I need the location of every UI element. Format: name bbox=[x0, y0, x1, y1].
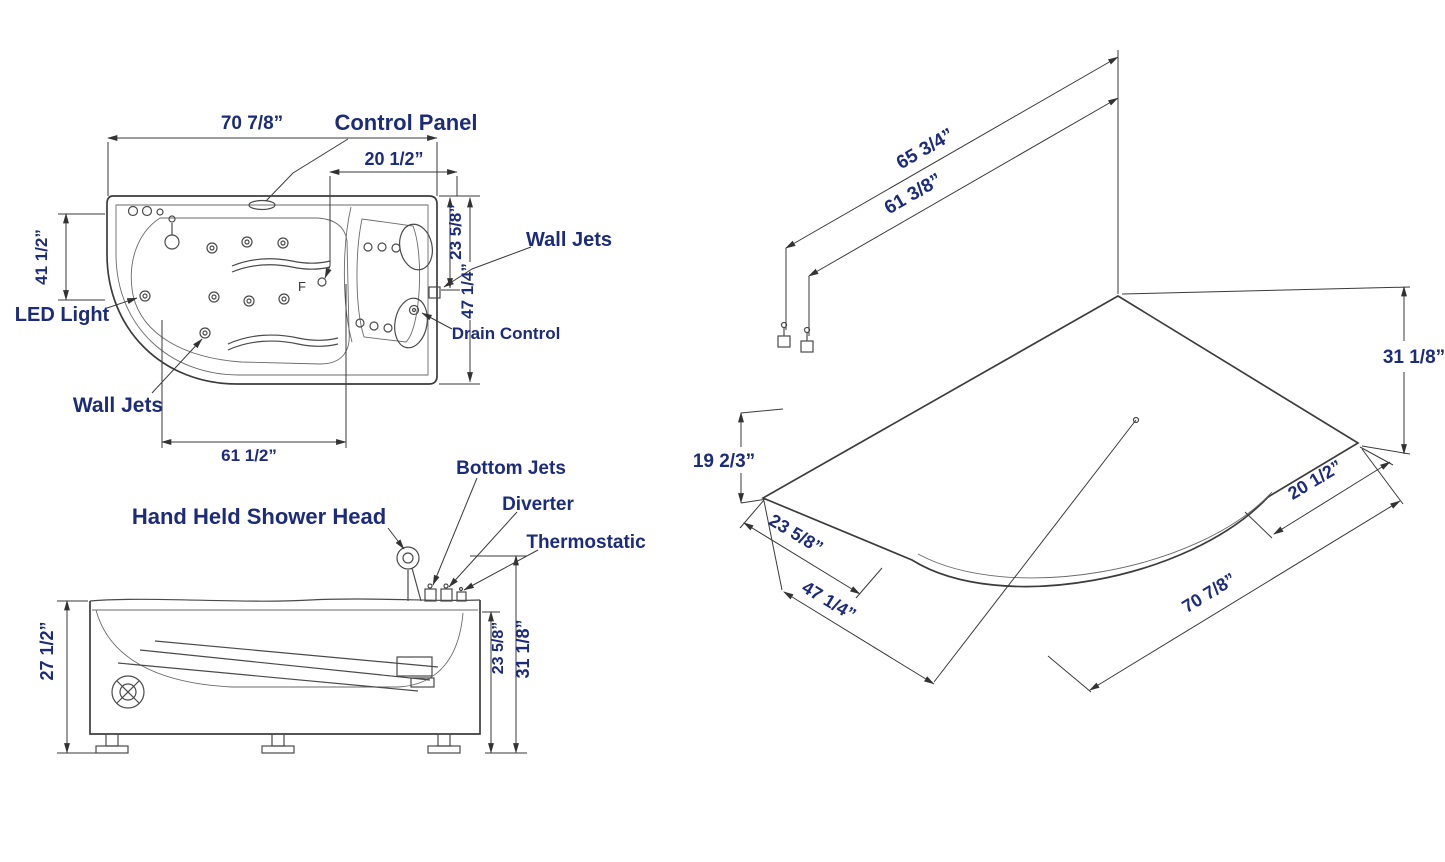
dim-depth-upper: 23 5/8” bbox=[446, 204, 465, 260]
side-view-linework bbox=[89, 546, 481, 754]
dim-side-basin-depth: 23 5/8” bbox=[490, 622, 507, 674]
side-view: Hand Held Shower Head Bottom Jets Divert… bbox=[37, 458, 646, 754]
diverter-leader bbox=[448, 511, 518, 588]
led-light-leader bbox=[106, 297, 138, 309]
dim-iso-back-inner: 61 3/8” bbox=[881, 170, 945, 219]
deck-fixtures bbox=[424, 583, 467, 602]
tub-plan-basin bbox=[130, 217, 350, 365]
dim-bottom-span: 61 1/2” bbox=[221, 446, 277, 465]
dim-iso-front-left-short: 23 5/8” bbox=[766, 510, 827, 558]
water-lines bbox=[227, 258, 339, 351]
dim-iso-front-left-long: 47 1/4” bbox=[799, 577, 860, 625]
label-thermostatic: Thermostatic bbox=[526, 532, 646, 553]
iso-tub-surface bbox=[761, 295, 1360, 588]
top-view-dimensions bbox=[58, 135, 532, 448]
drain-center bbox=[411, 307, 417, 313]
bottom-jets-control bbox=[424, 588, 437, 602]
faucet bbox=[164, 215, 180, 250]
label-drain-control: Drain Control bbox=[452, 324, 561, 343]
diverter-control bbox=[440, 588, 453, 602]
shower-head bbox=[396, 546, 422, 602]
tub-plan-inner-rim bbox=[115, 204, 429, 376]
iso-drain bbox=[1132, 416, 1140, 424]
tub-side-basin bbox=[95, 609, 464, 688]
iso-view: 65 3/4” 61 3/8” 31 1/8” 19 2/3” 23 5/8” … bbox=[693, 50, 1445, 693]
label-wall-jets-right: Wall Jets bbox=[526, 229, 612, 251]
wall-jets-right-leader bbox=[443, 246, 532, 288]
shower-head-leader bbox=[387, 527, 405, 550]
iso-linework bbox=[761, 295, 1360, 588]
dim-side-overall-height: 31 1/8” bbox=[513, 619, 533, 678]
dim-iso-back-outer: 65 3/4” bbox=[893, 125, 957, 174]
tub-plan-outline bbox=[106, 195, 438, 385]
wall-jets-bottom-leader bbox=[151, 338, 203, 394]
drain-extension-line bbox=[933, 419, 1137, 683]
bottom-wall-jet bbox=[199, 327, 211, 339]
tub-side-deck bbox=[89, 598, 481, 602]
label-bottom-jets: Bottom Jets bbox=[456, 458, 566, 479]
mark-f: F bbox=[298, 279, 306, 294]
thermostatic-control bbox=[456, 591, 467, 602]
label-diverter: Diverter bbox=[502, 494, 574, 515]
tub-plan-divider bbox=[343, 206, 353, 343]
side-wall-jets bbox=[355, 242, 401, 333]
dim-left-span: 41 1/2” bbox=[32, 229, 51, 285]
label-control-panel: Control Panel bbox=[334, 110, 477, 135]
dim-top-width: 70 7/8” bbox=[221, 113, 283, 134]
label-led-light: LED Light bbox=[15, 304, 110, 326]
side-view-dimensions bbox=[57, 477, 539, 754]
pillow-top bbox=[399, 223, 433, 271]
control-panel-leader bbox=[265, 138, 349, 202]
legs bbox=[95, 733, 461, 754]
control-panel-oval bbox=[248, 199, 276, 211]
drain bbox=[408, 304, 420, 316]
iso-dimensions bbox=[738, 50, 1411, 693]
bottom-jets-leader bbox=[432, 477, 478, 586]
dim-iso-front-right-long: 70 7/8” bbox=[1178, 569, 1239, 617]
top-view: 70 7/8” Control Panel 20 1/2” 23 5/8” 47… bbox=[15, 110, 612, 465]
thermostatic-leader bbox=[463, 549, 539, 591]
deck-controls bbox=[127, 199, 276, 217]
jets bbox=[139, 236, 290, 339]
pump bbox=[111, 675, 145, 709]
drain-control-leader bbox=[421, 312, 453, 330]
dim-iso-height-left: 19 2/3” bbox=[693, 451, 755, 472]
tub-plan-seat bbox=[356, 218, 421, 343]
panel-knob bbox=[317, 277, 327, 287]
plumbing bbox=[117, 640, 439, 692]
top-view-linework bbox=[106, 195, 441, 385]
led-light-jet bbox=[139, 290, 151, 302]
iso-fixtures bbox=[777, 321, 814, 353]
tub-side-outline bbox=[89, 600, 481, 735]
dim-iso-height-right: 31 1/8” bbox=[1383, 347, 1445, 368]
label-wall-jets-bottom: Wall Jets bbox=[73, 394, 163, 417]
pillow-bottom bbox=[394, 297, 428, 349]
wall-jet-port bbox=[428, 286, 441, 299]
dim-panel-offset: 20 1/2” bbox=[364, 149, 423, 169]
dim-depth-full: 47 1/4” bbox=[458, 263, 477, 319]
label-hand-held-shower-head: Hand Held Shower Head bbox=[132, 504, 386, 529]
dim-side-height-front: 27 1/2” bbox=[37, 621, 57, 680]
dim-iso-front-right-short: 20 1/2” bbox=[1284, 456, 1345, 504]
